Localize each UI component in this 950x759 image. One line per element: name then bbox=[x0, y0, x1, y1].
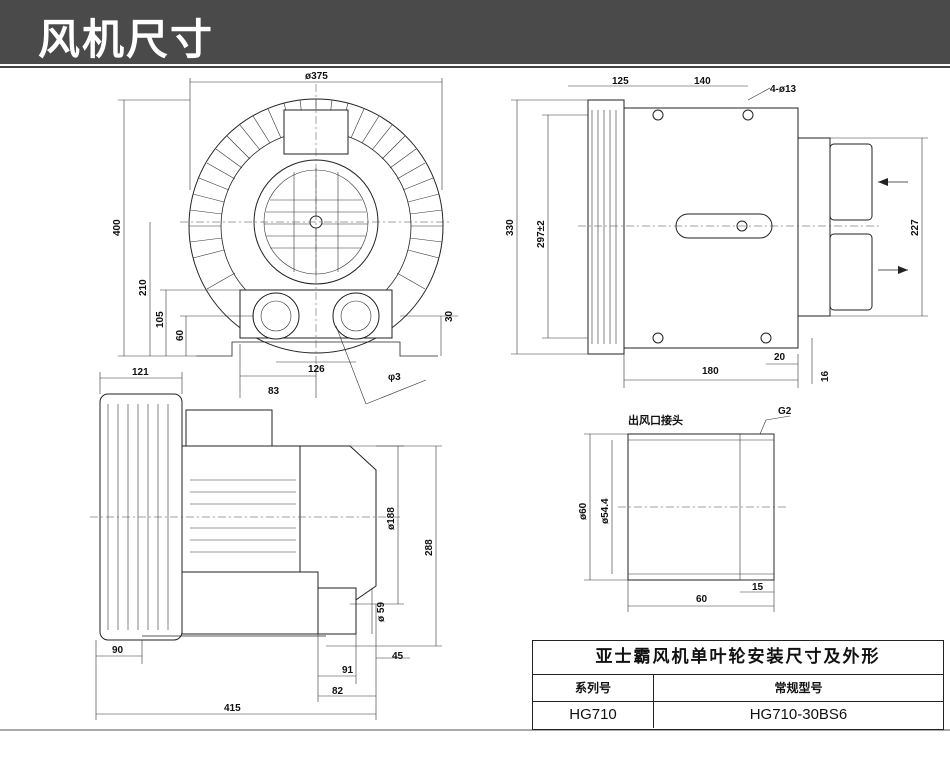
cell-model: HG710-30BS6 bbox=[749, 706, 848, 723]
dim-holes-4x13: 4-ø13 bbox=[770, 84, 797, 95]
dim-227: 227 bbox=[910, 219, 921, 236]
dim-126: 126 bbox=[308, 364, 325, 375]
dim-83: 83 bbox=[268, 386, 280, 397]
outlet-fitting-label: 出风口接头 bbox=[628, 413, 683, 427]
dim-140: 140 bbox=[694, 76, 711, 87]
motor-ribs bbox=[190, 479, 296, 553]
side-inlet-pipe bbox=[829, 143, 873, 221]
header-model: 常规型号 bbox=[654, 675, 943, 702]
dim-90: 90 bbox=[112, 645, 124, 656]
thread-g2-label: G2 bbox=[778, 406, 792, 417]
inlet-port bbox=[252, 292, 300, 340]
dim-20: 20 bbox=[774, 352, 786, 363]
dim-82: 82 bbox=[332, 686, 344, 697]
dim-415: 415 bbox=[224, 703, 241, 714]
dim-121: 121 bbox=[132, 367, 149, 378]
dim-91: 91 bbox=[342, 665, 354, 676]
side-fins bbox=[591, 110, 617, 344]
dim-30: 30 bbox=[444, 310, 455, 322]
side-view: 125 140 4-ø13 330 297±2 227 180 20 16 bbox=[505, 76, 928, 388]
spec-table-title: 亚士霸风机单叶轮安装尺寸及外形 bbox=[533, 641, 943, 675]
header-divider bbox=[0, 66, 950, 68]
dim-45: 45 bbox=[392, 651, 404, 662]
side-outlet-pipe bbox=[829, 233, 873, 311]
dim-diameter-59: ø 59 bbox=[376, 602, 387, 622]
mount-hole-3 bbox=[652, 332, 664, 344]
dim-fitting-diameter-60: ø60 bbox=[578, 502, 589, 520]
side-port-flange bbox=[797, 137, 831, 317]
outlet-port bbox=[332, 292, 380, 340]
motor-body bbox=[181, 445, 301, 573]
dim-288: 288 bbox=[424, 539, 435, 556]
dim-60: 60 bbox=[175, 329, 186, 341]
header-bar: 风机尺寸 bbox=[0, 0, 950, 64]
mount-hole-4 bbox=[760, 332, 772, 344]
dim-diameter-375: ø375 bbox=[305, 71, 328, 82]
top-port-block bbox=[181, 571, 319, 635]
top-port-pipe bbox=[317, 587, 357, 635]
outlet-port-inner bbox=[340, 300, 372, 332]
side-fin-housing bbox=[587, 99, 625, 355]
outlet-fitting-view: 出风口接头 G2 ø60 ø54.4 15 60 bbox=[578, 406, 792, 612]
mount-hole-2 bbox=[742, 109, 754, 121]
dim-16: 16 bbox=[820, 370, 831, 382]
front-view: ø375 400 210 105 60 30 83 126 φ3 bbox=[112, 71, 458, 405]
dim-180: 180 bbox=[702, 366, 719, 377]
dim-210: 210 bbox=[138, 279, 149, 296]
dim-330: 330 bbox=[505, 219, 516, 236]
cell-series: HG710 bbox=[533, 702, 654, 728]
page-title: 风机尺寸 bbox=[38, 15, 215, 64]
dim-297: 297±2 bbox=[536, 220, 547, 248]
spec-table: 亚士霸风机单叶轮安装尺寸及外形 系列号 常规型号 HG710 HG710-30B… bbox=[532, 640, 944, 730]
dim-hole-3: φ3 bbox=[388, 372, 401, 383]
dim-thread-15: 15 bbox=[752, 582, 764, 593]
dim-height-400: 400 bbox=[112, 219, 123, 236]
mount-hole-1 bbox=[652, 109, 664, 121]
top-view: 121 ø188 288 ø 59 90 91 45 82 415 bbox=[90, 367, 442, 720]
dim-fitting-length-60: 60 bbox=[696, 594, 708, 605]
header-series: 系列号 bbox=[533, 675, 654, 702]
dim-125: 125 bbox=[612, 76, 629, 87]
dim-fitting-diameter-54: ø54.4 bbox=[600, 498, 611, 524]
dim-diameter-188: ø188 bbox=[386, 507, 397, 530]
inlet-port-inner bbox=[260, 300, 292, 332]
dim-105: 105 bbox=[155, 311, 166, 328]
